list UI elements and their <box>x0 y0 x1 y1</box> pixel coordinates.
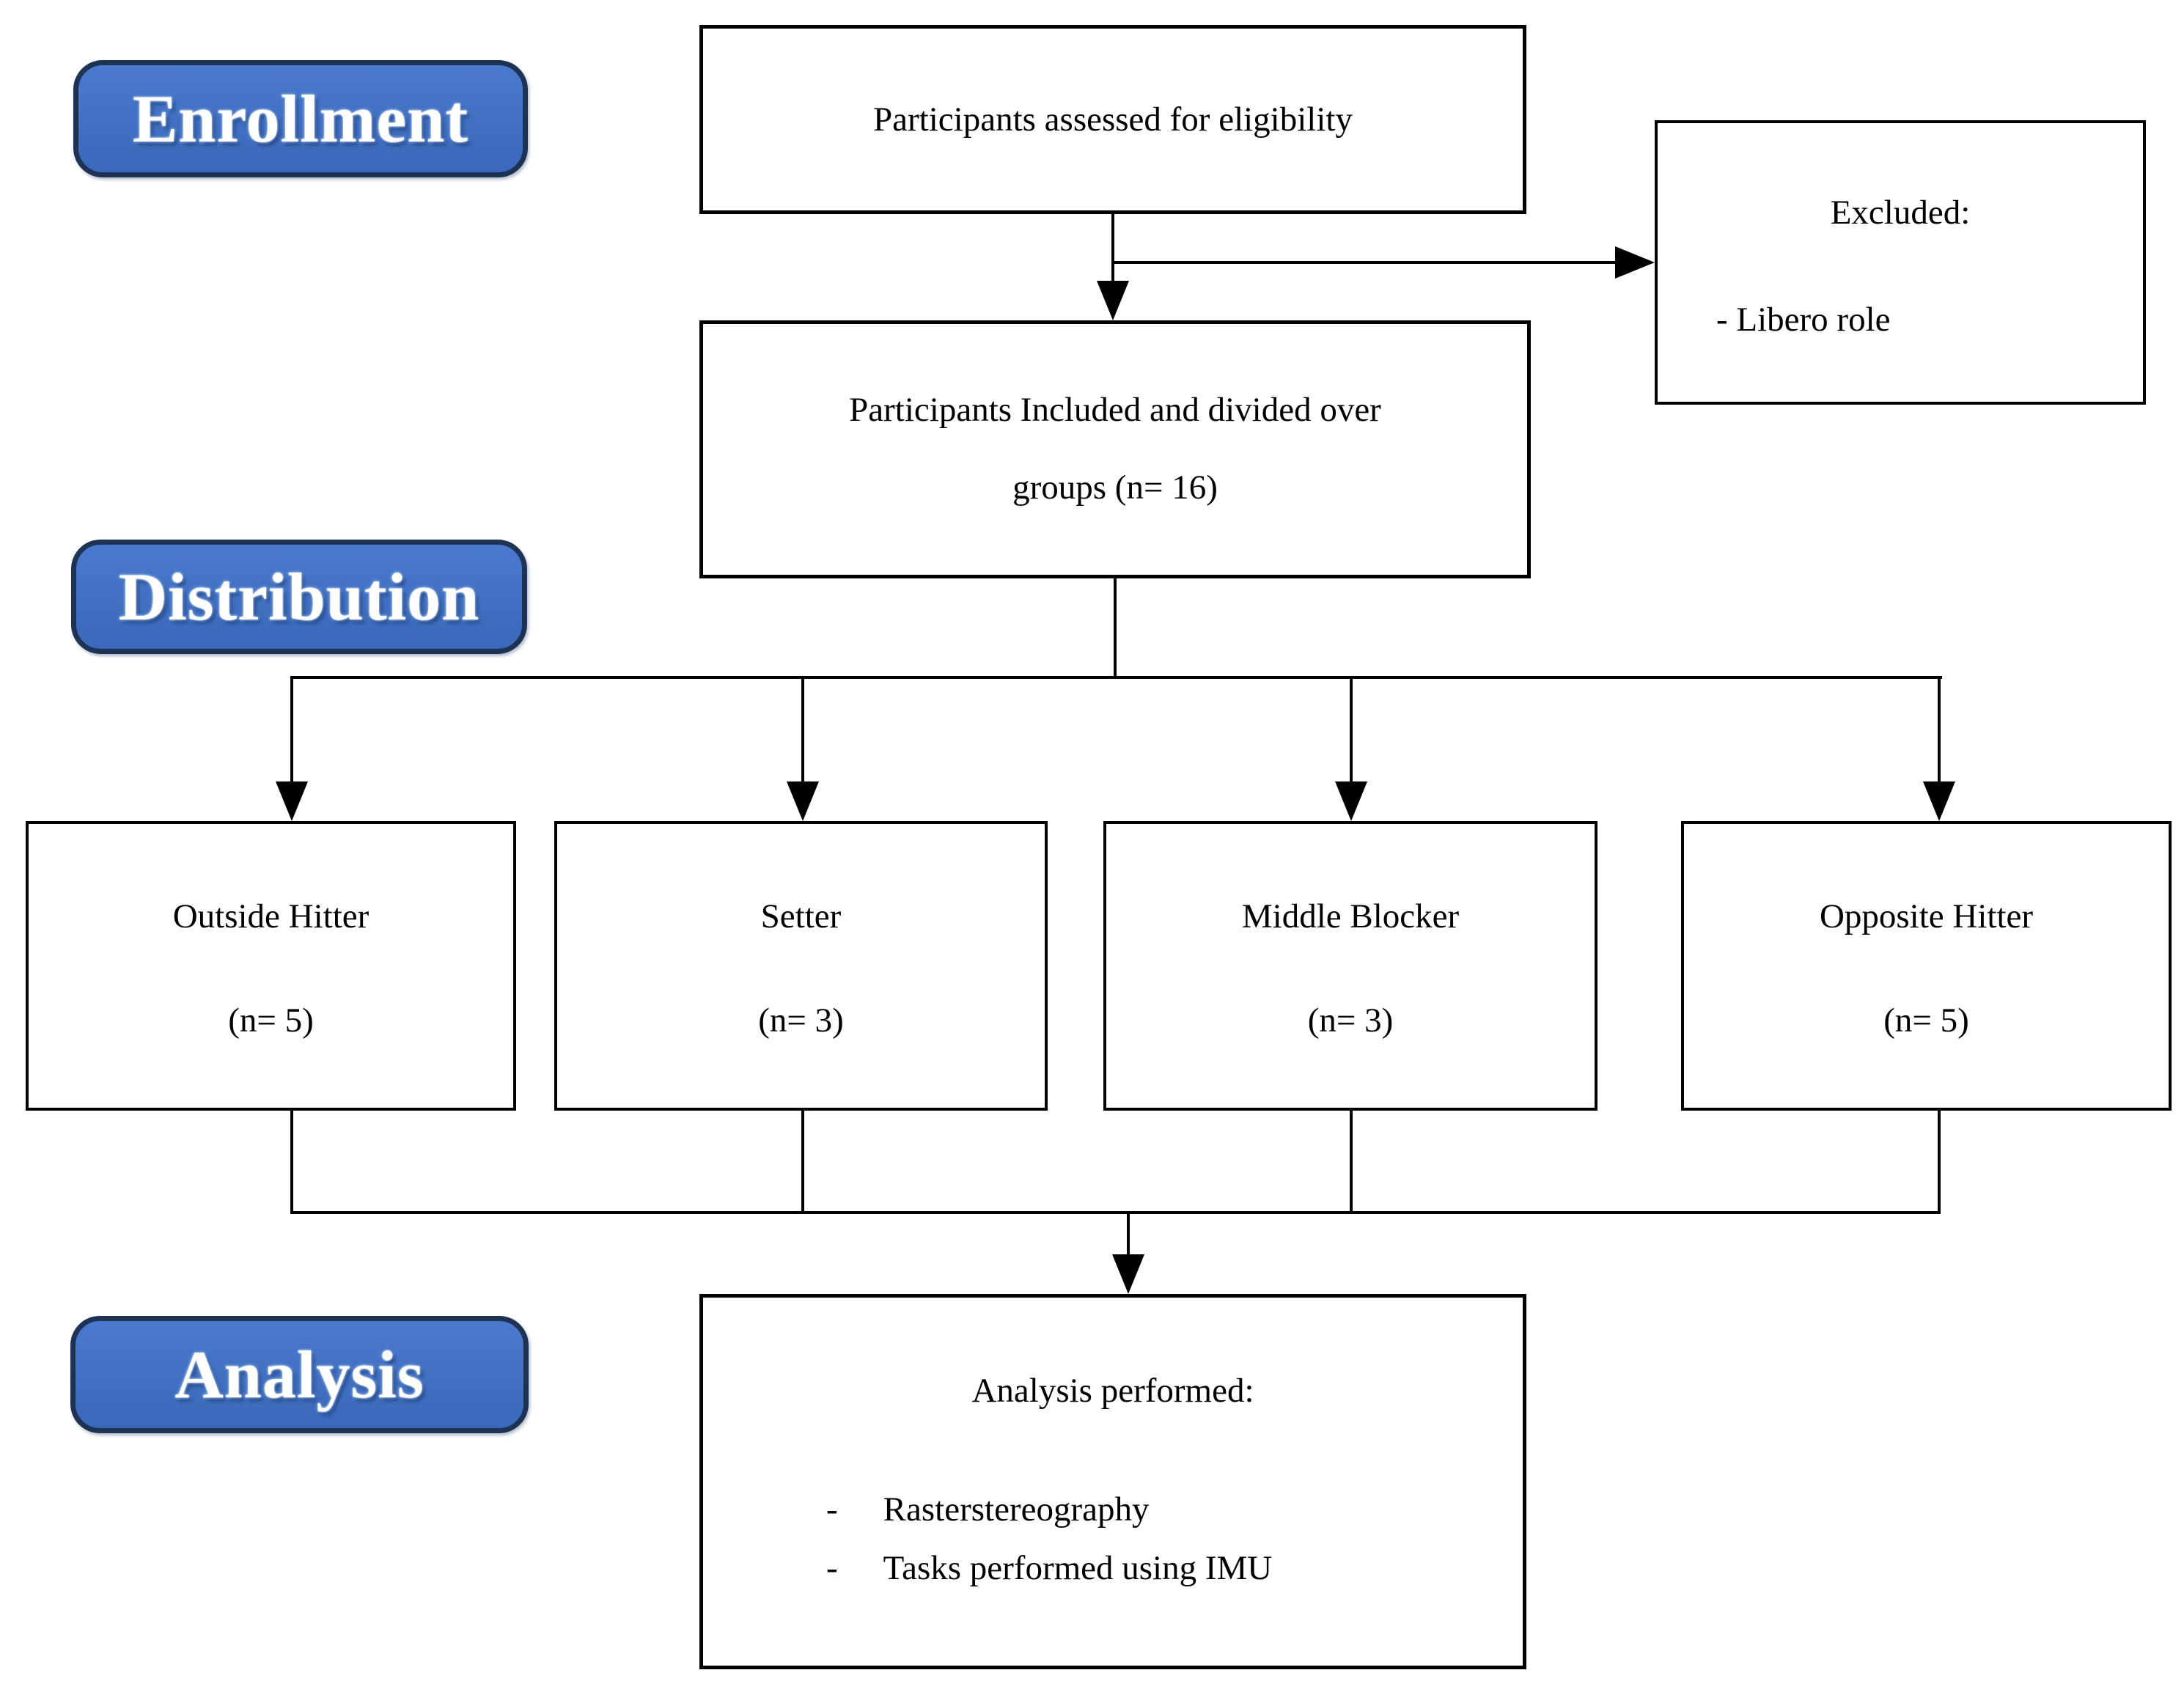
group-count: (n= 5) <box>228 1001 314 1040</box>
excluded-item: - Libero role <box>1716 301 1891 339</box>
arrowhead-into-excluded <box>1615 246 1655 279</box>
connector-stub-setter <box>801 1111 804 1211</box>
connector-stub-outside-hitter <box>290 1111 293 1211</box>
analysis-items: - Rasterstereography - Tasks performed u… <box>826 1490 1523 1588</box>
analysis-title: Analysis performed: <box>971 1372 1254 1410</box>
box-excluded: Excluded: - Libero role <box>1655 120 2146 405</box>
eligibility-text: Participants assessed for eligibility <box>873 100 1353 139</box>
connector-included-down <box>1114 578 1117 679</box>
connector-drop-setter <box>801 676 804 784</box>
box-group-outside-hitter: Outside Hitter (n= 5) <box>26 821 516 1111</box>
stage-label-distribution: Distribution <box>118 559 480 634</box>
connector-to-excluded <box>1111 261 1618 264</box>
box-group-opposite-hitter: Opposite Hitter (n= 5) <box>1681 821 2172 1111</box>
box-group-middle-blocker: Middle Blocker (n= 3) <box>1103 821 1597 1111</box>
box-eligibility: Participants assessed for eligibility <box>699 25 1526 214</box>
box-analysis: Analysis performed: - Rasterstereography… <box>699 1294 1526 1669</box>
arrowhead-into-setter <box>787 781 819 821</box>
group-count: (n= 5) <box>1883 1001 1969 1040</box>
arrowhead-into-included <box>1097 281 1129 320</box>
included-line-1: Participants Included and divided over <box>849 391 1381 430</box>
connector-merge-line <box>290 1211 1941 1214</box>
group-name: Middle Blocker <box>1241 897 1460 935</box>
stage-pill-analysis: Analysis <box>70 1316 529 1433</box>
connector-stub-opposite-hitter <box>1938 1111 1941 1211</box>
excluded-title: Excluded: <box>1830 194 1971 232</box>
analysis-item-bullet: - <box>826 1490 838 1529</box>
analysis-item: - Rasterstereography <box>826 1490 1523 1529</box>
connector-stub-middle-blocker <box>1350 1111 1353 1211</box>
arrowhead-into-middle-blocker <box>1335 781 1367 821</box>
connector-distribution-line <box>290 676 1942 679</box>
box-group-setter: Setter (n= 3) <box>554 821 1048 1111</box>
stage-label-analysis: Analysis <box>174 1337 424 1412</box>
stage-pill-enrollment: Enrollment <box>73 60 528 177</box>
group-name: Opposite Hitter <box>1819 897 2034 935</box>
stage-label-enrollment: Enrollment <box>132 81 469 156</box>
group-count: (n= 3) <box>758 1001 844 1040</box>
analysis-item-text: Tasks performed using IMU <box>883 1549 1273 1587</box>
arrowhead-into-opposite-hitter <box>1923 781 1955 821</box>
connector-drop-outside-hitter <box>290 676 293 784</box>
connector-drop-opposite-hitter <box>1938 676 1941 784</box>
stage-pill-distribution: Distribution <box>71 540 527 654</box>
connector-eligibility-down <box>1111 214 1114 284</box>
group-name: Setter <box>760 897 842 935</box>
analysis-item: - Tasks performed using IMU <box>826 1548 1523 1588</box>
analysis-item-bullet: - <box>826 1549 838 1587</box>
group-name: Outside Hitter <box>172 897 369 935</box>
included-text: Participants Included and divided over g… <box>849 372 1381 527</box>
group-count: (n= 3) <box>1307 1001 1394 1040</box>
connector-drop-middle-blocker <box>1350 676 1353 784</box>
arrowhead-into-analysis <box>1112 1254 1144 1294</box>
arrowhead-into-outside-hitter <box>276 781 308 821</box>
connector-analysis-down <box>1127 1211 1130 1256</box>
included-line-2: groups (n= 16) <box>1012 468 1218 507</box>
box-included: Participants Included and divided over g… <box>699 320 1531 578</box>
analysis-item-text: Rasterstereography <box>883 1490 1150 1529</box>
